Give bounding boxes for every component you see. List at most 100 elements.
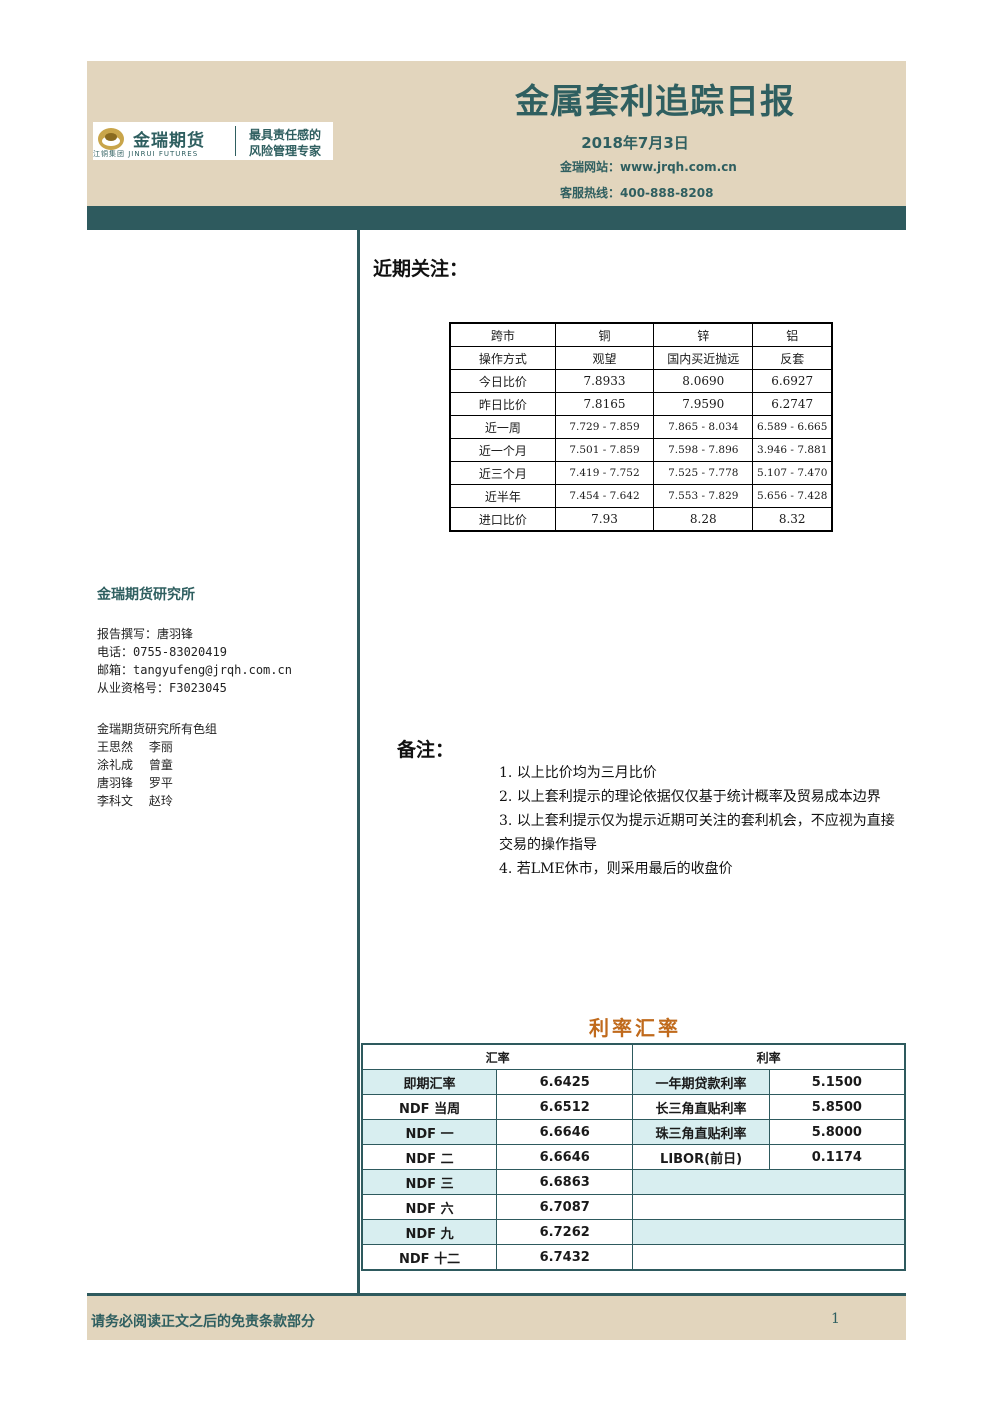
table-header-cell: 锌: [653, 322, 754, 347]
logo-slogan-line2: 风险管理专家: [249, 144, 322, 158]
hotline-text: 客服热线：400-888-8208: [560, 186, 714, 200]
fx-header: 汇率: [361, 1043, 634, 1070]
table-row: NDF 三 6.6863: [361, 1169, 906, 1195]
report-footer: [87, 1296, 906, 1340]
table-cell: 7.598 - 7.896: [653, 438, 754, 462]
team-info: 金瑞期货研究所有色组 王思然 李丽 涂礼成 曾童 唐羽锋 罗平 李科文 赵玲: [97, 720, 217, 810]
table-header-cell: 跨市: [449, 322, 556, 347]
note-item: 4. 若LME休市，则采用最后的收盘价: [499, 861, 733, 877]
table-cell: 进口比价: [449, 507, 556, 532]
table-header-row: 跨市 铜 锌 铝: [449, 322, 833, 347]
table-cell: 7.501 - 7.859: [554, 438, 655, 462]
logo-subtitle: 江铜集团 JINRUI FUTURES: [93, 150, 199, 158]
empty-cell: [632, 1169, 906, 1195]
table-row: 今日比价 7.8933 8.0690 6.6927: [449, 369, 833, 393]
table-cell: 5.656 - 7.428: [752, 484, 833, 508]
table-row: 近半年 7.454 - 7.642 7.553 - 7.829 5.656 - …: [449, 484, 833, 508]
ir-value: 5.1500: [768, 1069, 906, 1095]
ir-label: 一年期贷款利率: [632, 1069, 770, 1095]
logo-separator: [235, 126, 236, 156]
team-members: 唐羽锋 罗平: [97, 776, 173, 790]
table-header-cell: 铝: [752, 322, 833, 347]
empty-cell: [632, 1244, 906, 1271]
disclaimer-text: 请务必阅读正文之后的免责条款部分: [91, 1314, 315, 1330]
fx-value: 6.7262: [496, 1219, 634, 1245]
table-cell: 7.454 - 7.642: [554, 484, 655, 508]
research-org-name: 金瑞期货研究所: [97, 587, 195, 603]
table-cell: 6.2747: [752, 392, 833, 416]
author-info: 报告撰写：唐羽锋 电话：0755-83020419 邮箱：tangyufeng@…: [97, 625, 292, 697]
ir-value: 5.8000: [768, 1119, 906, 1145]
table-cell: 近一个月: [449, 438, 556, 462]
table-cell: 7.8165: [554, 392, 655, 416]
ir-label: 长三角直贴利率: [632, 1094, 770, 1120]
table-cell: 7.8933: [554, 369, 655, 393]
fx-label: NDF 九: [361, 1219, 498, 1245]
focus-heading: 近期关注：: [373, 258, 469, 280]
logo-name: 金瑞期货: [133, 131, 205, 151]
fx-value: 6.6425: [496, 1069, 634, 1095]
fx-label: 即期汇率: [361, 1069, 498, 1095]
author-email: 邮箱：tangyufeng@jrqh.com.cn: [97, 663, 292, 677]
table-row: 进口比价 7.93 8.28 8.32: [449, 507, 833, 532]
table-row: 近一周 7.729 - 7.859 7.865 - 8.034 6.589 - …: [449, 415, 833, 439]
empty-cell: [632, 1219, 906, 1245]
ir-header: 利率: [632, 1043, 906, 1070]
logo-slogan-line1: 最具责任感的: [249, 128, 322, 142]
table-cell: 7.525 - 7.778: [653, 461, 754, 485]
table-cell: 7.9590: [653, 392, 754, 416]
arbitrage-table: 跨市 铜 锌 铝 操作方式 观望 国内买近抛远 反套 今日比价 7.8933 8…: [449, 322, 833, 532]
fx-value: 6.7432: [496, 1244, 634, 1271]
table-row: 即期汇率 6.6425 一年期贷款利率 5.1500: [361, 1069, 906, 1095]
table-cell: 国内买近抛远: [653, 346, 754, 370]
website-text: 金瑞网站：www.jrqh.com.cn: [560, 160, 737, 174]
table-row: 昨日比价 7.8165 7.9590 6.2747: [449, 392, 833, 416]
table-cell: 近三个月: [449, 461, 556, 485]
table-cell: 近一周: [449, 415, 556, 439]
note-item: 3. 以上套利提示仅为提示近期可关注的套利机会，不应视为直接交易的操作指导: [499, 813, 895, 853]
ir-value: 0.1174: [768, 1144, 906, 1170]
table-cell: 近半年: [449, 484, 556, 508]
team-members: 李科文 赵玲: [97, 794, 173, 808]
author-name: 报告撰写：唐羽锋: [97, 627, 194, 641]
table-row: NDF 当周 6.6512 长三角直贴利率 5.8500: [361, 1094, 906, 1120]
fx-label: NDF 二: [361, 1144, 498, 1170]
fx-label: NDF 当周: [361, 1094, 498, 1120]
note-item: 2. 以上套利提示的理论依据仅仅基于统计概率及贸易成本边界: [499, 789, 881, 805]
fx-label: NDF 六: [361, 1194, 498, 1220]
table-cell: 操作方式: [449, 346, 556, 370]
table-cell: 5.107 - 7.470: [752, 461, 833, 485]
footer-divider: [87, 1293, 906, 1296]
author-phone: 电话：0755-83020419: [97, 645, 227, 659]
table-cell: 7.419 - 7.752: [554, 461, 655, 485]
table-header-cell: 铜: [554, 322, 655, 347]
notes-heading: 备注：: [397, 739, 455, 761]
report-title: 金属套利追踪日报: [515, 82, 795, 122]
table-cell: 反套: [752, 346, 833, 370]
table-cell: 6.589 - 6.665: [752, 415, 833, 439]
company-logo: 金瑞期货 江铜集团 JINRUI FUTURES 最具责任感的 风险管理专家: [93, 122, 333, 160]
notes-list: 1. 以上比价均为三月比价 2. 以上套利提示的理论依据仅仅基于统计概率及贸易成…: [499, 761, 904, 881]
logo-mark-icon: [98, 128, 124, 150]
table-cell: 7.93: [554, 507, 655, 532]
table-cell: 昨日比价: [449, 392, 556, 416]
fx-value: 6.6646: [496, 1119, 634, 1145]
table-cell: 7.729 - 7.859: [554, 415, 655, 439]
fx-value: 6.6863: [496, 1169, 634, 1195]
table-cell: 8.0690: [653, 369, 754, 393]
ir-label: 珠三角直贴利率: [632, 1119, 770, 1145]
fx-value: 6.6646: [496, 1144, 634, 1170]
table-row: NDF 九 6.7262: [361, 1219, 906, 1245]
fx-value: 6.6512: [496, 1094, 634, 1120]
ir-value: 5.8500: [768, 1094, 906, 1120]
column-divider: [357, 230, 360, 1293]
fx-label: NDF 三: [361, 1169, 498, 1195]
table-row: NDF 二 6.6646 LIBOR(前日) 0.1174: [361, 1144, 906, 1170]
table-cell: 今日比价: [449, 369, 556, 393]
rates-table: 汇率 利率 即期汇率 6.6425 一年期贷款利率 5.1500 NDF 当周 …: [361, 1043, 906, 1271]
empty-cell: [632, 1194, 906, 1220]
fx-label: NDF 一: [361, 1119, 498, 1145]
team-name: 金瑞期货研究所有色组: [97, 722, 218, 736]
table-cell: 7.553 - 7.829: [653, 484, 754, 508]
fx-value: 6.7087: [496, 1194, 634, 1220]
